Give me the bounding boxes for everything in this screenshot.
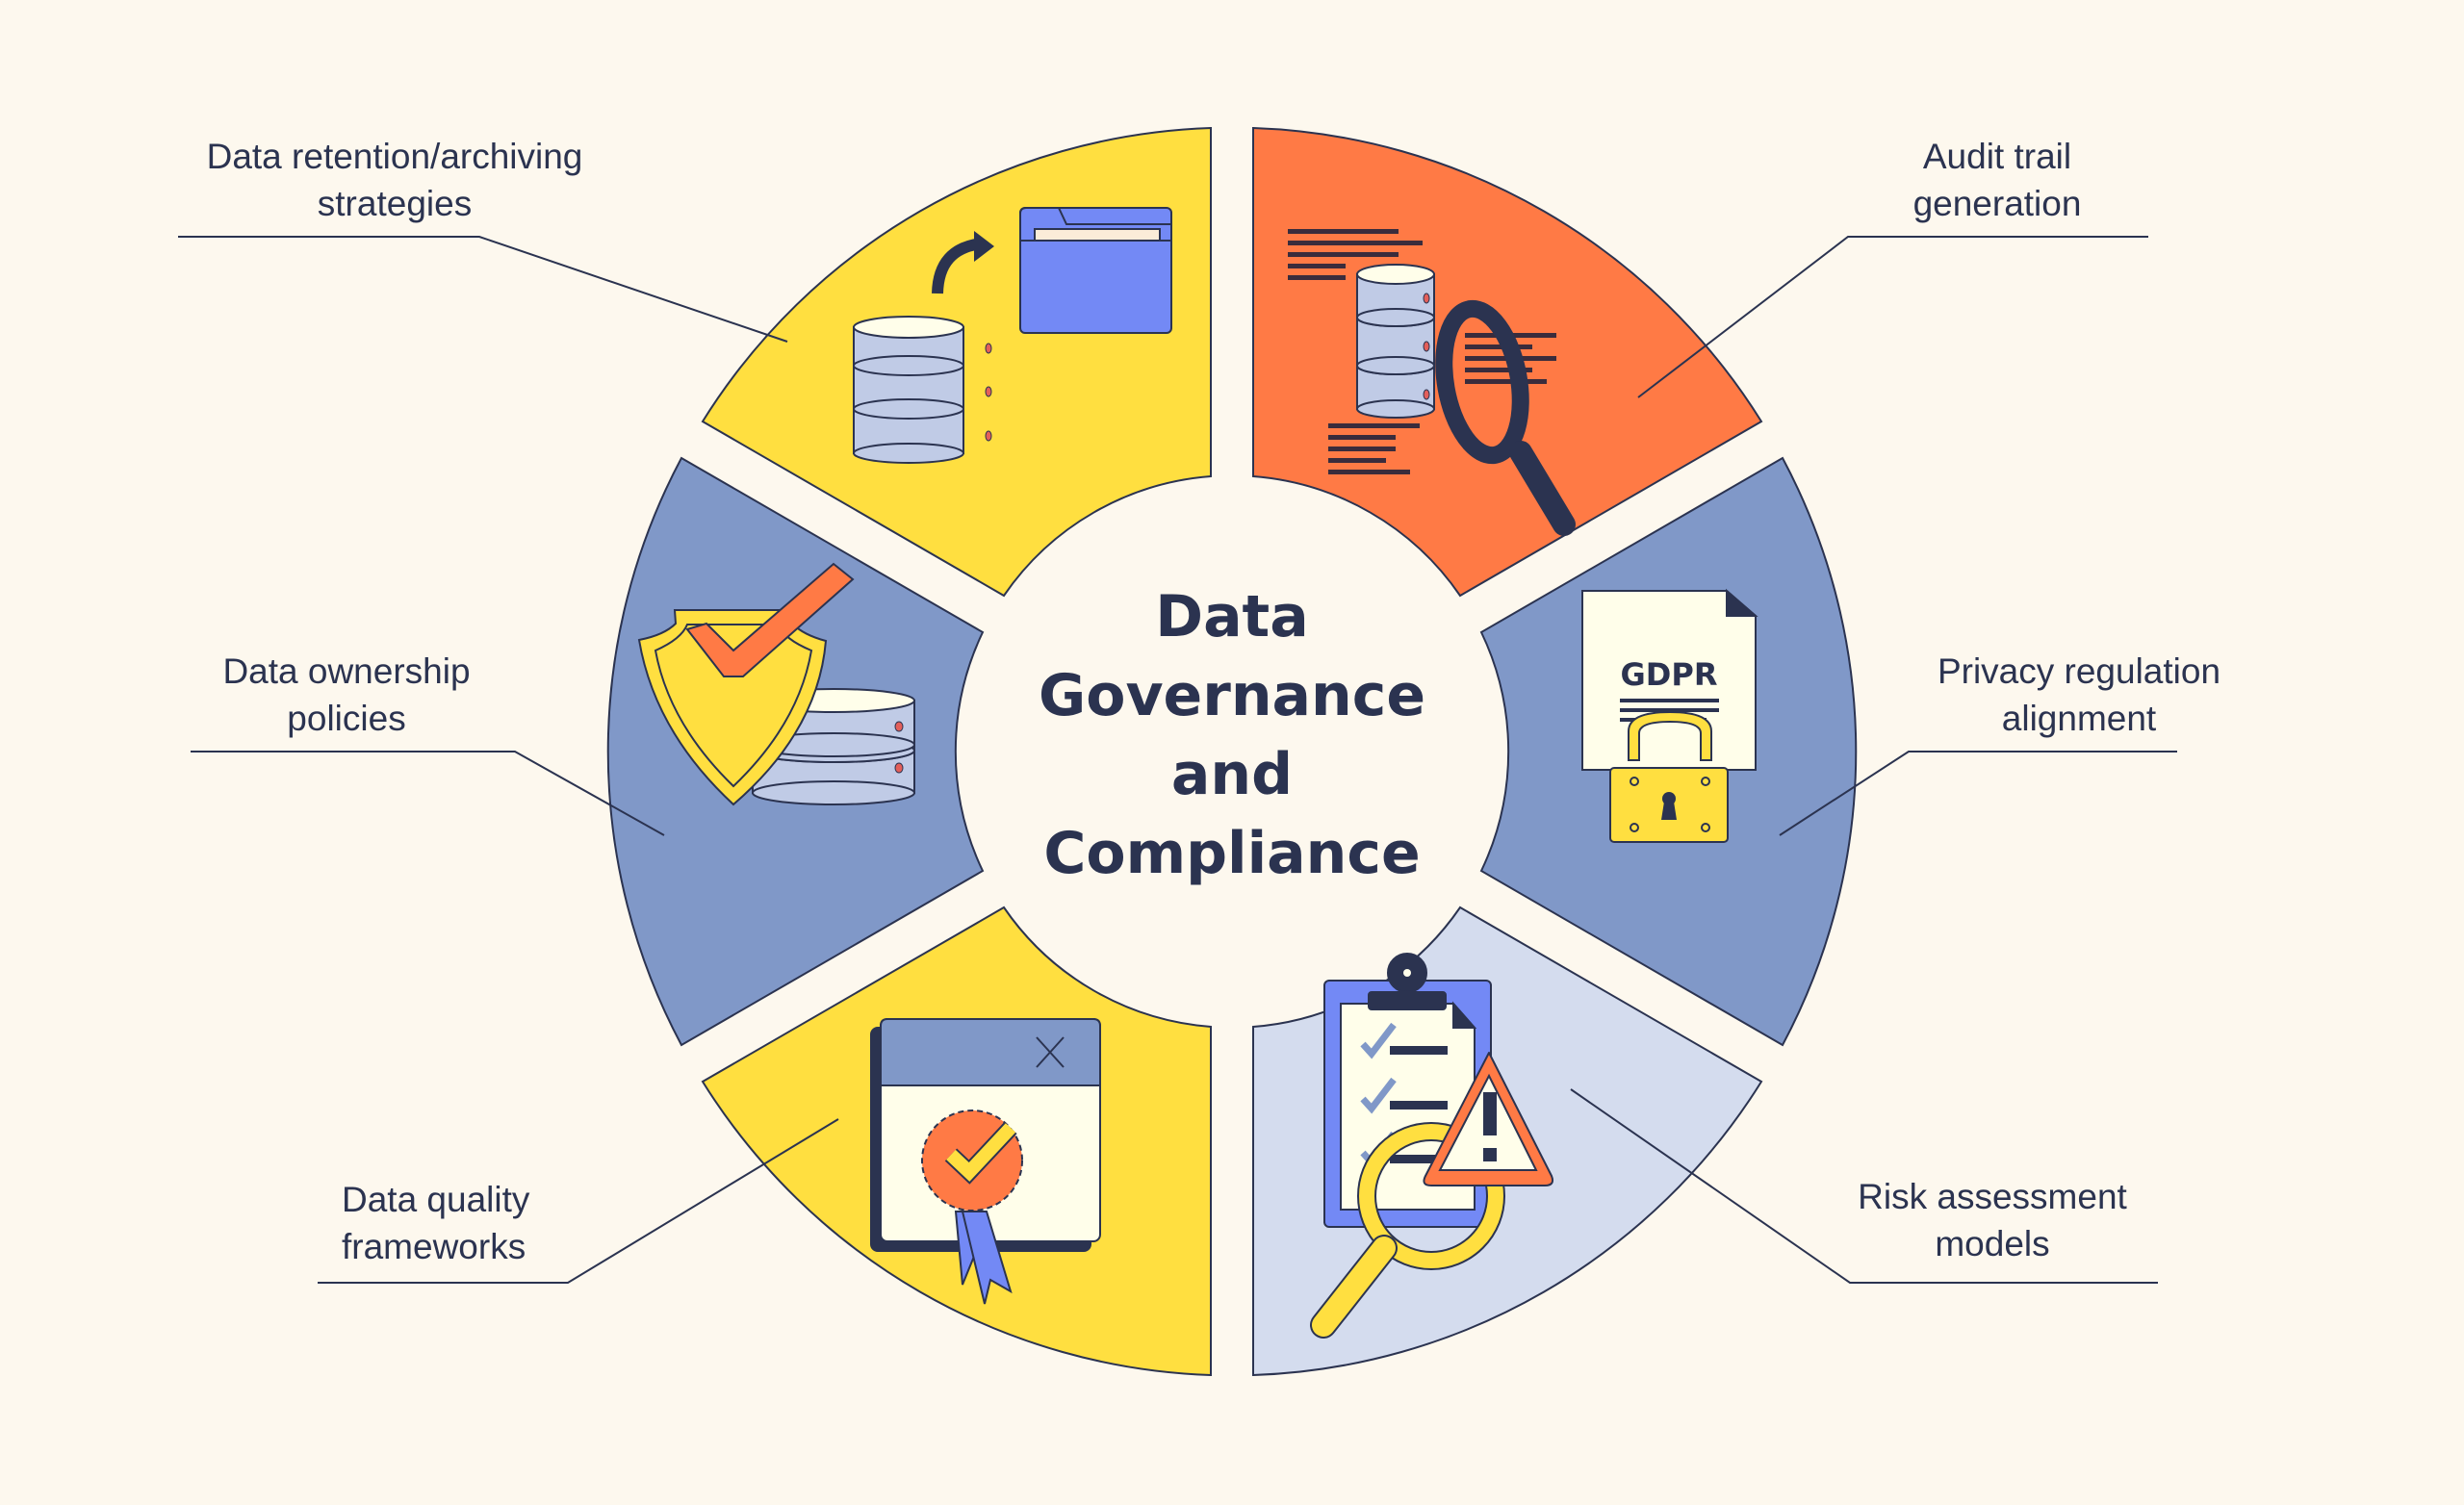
label-retention: Data retention/archiving strategies [144, 133, 645, 227]
label-audit: Audit trail generation [1829, 133, 2166, 227]
label-ownership: Data ownership policies [173, 648, 520, 742]
center-title: Data Governance and Compliance [991, 577, 1473, 893]
title-line-3: and [1170, 741, 1294, 808]
shield-check-database-icon [637, 562, 915, 806]
database-magnifier-icon [1288, 229, 1576, 536]
gdpr-document-lock-icon: GDPR [1581, 588, 1758, 843]
leader-line-risk [1570, 1088, 2158, 1284]
label-retention-line-2: strategies [317, 184, 473, 223]
certificate-window-icon [870, 1018, 1101, 1305]
label-audit-line-1: Audit trail [1922, 137, 2072, 176]
label-audit-line-2: generation [1912, 184, 2082, 223]
gdpr-text: GDPR [1621, 656, 1718, 693]
leader-line-quality [318, 1118, 839, 1284]
label-risk-line-2: models [1935, 1224, 2050, 1263]
leader-line-privacy [1779, 751, 2177, 836]
leader-line-retention [178, 236, 788, 343]
label-privacy-line-1: Privacy regulation [1937, 651, 2221, 691]
title-line-2: Governance [1038, 662, 1426, 729]
label-ownership-line-2: policies [287, 699, 406, 738]
label-privacy-line-2: alignment [2001, 699, 2157, 738]
label-risk: Risk assessment models [1800, 1173, 2185, 1267]
label-risk-line-1: Risk assessment [1858, 1177, 2127, 1216]
title-line-4: Compliance [1043, 820, 1421, 887]
label-quality: Data quality frameworks [318, 1176, 630, 1270]
clipboard-warning-magnifier-icon [1310, 953, 1554, 1339]
label-ownership-line-1: Data ownership [222, 651, 471, 691]
label-quality-line-2: frameworks [342, 1227, 526, 1266]
label-quality-line-1: Data quality [342, 1180, 530, 1219]
label-privacy: Privacy regulation alignment [1867, 648, 2291, 742]
title-line-1: Data [1155, 583, 1309, 650]
leader-line-audit [1637, 236, 2148, 398]
database-to-folder-icon [853, 207, 1172, 464]
leader-line-ownership [191, 751, 665, 836]
label-retention-line-1: Data retention/archiving [206, 137, 583, 176]
